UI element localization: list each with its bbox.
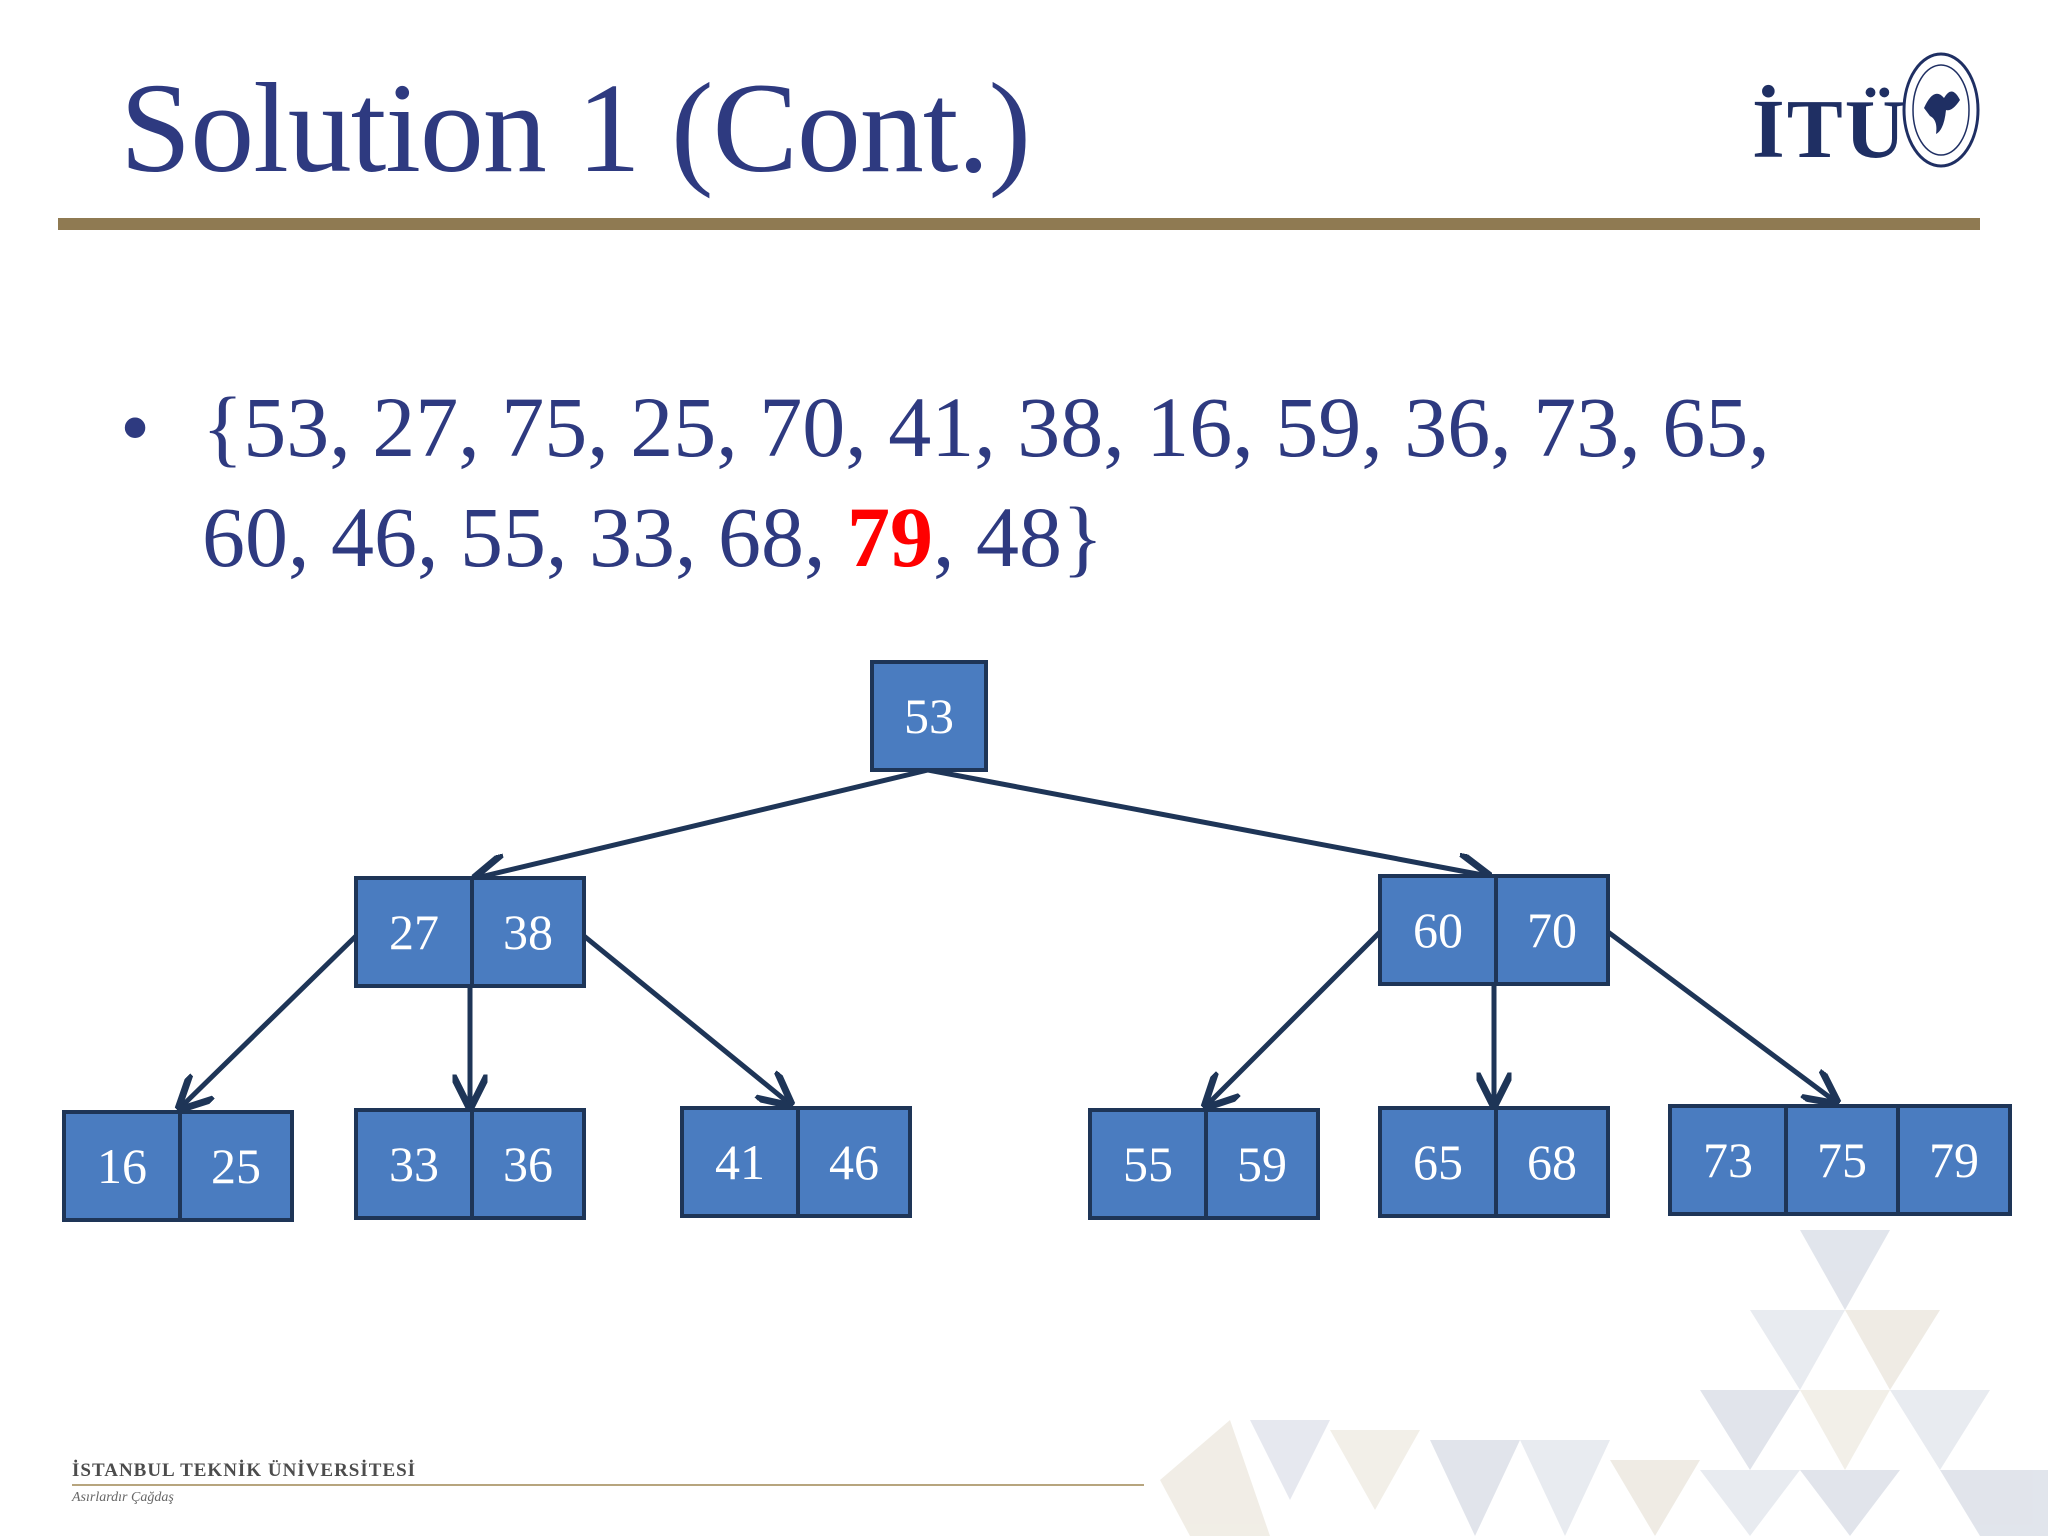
edge-27-16	[180, 934, 358, 1108]
node-key: 27	[389, 904, 439, 960]
node-key: 65	[1413, 1134, 1463, 1190]
footer-university-name: İSTANBUL TEKNİK ÜNİVERSİTESİ	[72, 1460, 417, 1481]
key-sequence-line-1: {53, 27, 75, 25, 70, 41, 38, 16, 59, 36,…	[202, 379, 1770, 475]
tree-leaf: 65 68	[1378, 1106, 1610, 1218]
node-key: 53	[904, 688, 954, 744]
node-key: 75	[1784, 1108, 1896, 1212]
node-key: 60	[1413, 902, 1463, 958]
node-key: 59	[1204, 1112, 1316, 1216]
edge-70-73	[1606, 929, 1836, 1102]
node-key: 55	[1123, 1136, 1173, 1192]
edge-root-right	[927, 767, 1488, 876]
footer-tagline: Asırlardır Çağdaş	[72, 1490, 174, 1505]
tree-leaf: 55 59	[1088, 1108, 1320, 1220]
tree-leaf: 41 46	[680, 1106, 912, 1218]
edge-38-41	[582, 934, 790, 1104]
university-seal-icon	[1902, 52, 1980, 168]
tree-node-internal-right: 60 70	[1378, 874, 1610, 986]
key-sequence-line-2-start: 60, 46, 55, 33, 68,	[202, 489, 847, 585]
node-key: 36	[470, 1112, 582, 1216]
itu-logo: İTÜ	[1752, 48, 1982, 188]
footer-divider	[72, 1484, 1144, 1486]
key-sequence: {53, 27, 75, 25, 70, 41, 38, 16, 59, 36,…	[202, 372, 1962, 592]
tree-leaf: 16 25	[62, 1110, 294, 1222]
bullet-marker: •	[120, 379, 151, 475]
edge-root-left	[476, 767, 929, 878]
inserted-key-highlight: 79	[847, 489, 933, 585]
node-key: 79	[1896, 1108, 2008, 1212]
node-key: 25	[178, 1114, 290, 1218]
page-title: Solution 1 (Cont.)	[120, 57, 1031, 199]
logo-wordmark: İTÜ	[1752, 83, 1908, 176]
title-divider	[58, 218, 1980, 230]
tree-node-internal-left: 27 38	[354, 876, 586, 988]
node-key: 41	[715, 1134, 765, 1190]
key-sequence-line-2-end: , 48}	[933, 489, 1104, 585]
node-key: 70	[1494, 878, 1606, 982]
node-key: 73	[1703, 1132, 1753, 1188]
node-key: 38	[470, 880, 582, 984]
node-key: 46	[796, 1110, 908, 1214]
node-key: 68	[1494, 1110, 1606, 1214]
node-key: 33	[389, 1136, 439, 1192]
edge-60-55	[1206, 930, 1382, 1106]
node-key: 16	[97, 1138, 147, 1194]
tree-node-root: 53	[870, 660, 988, 772]
key-sequence-line-2: 60, 46, 55, 33, 68, 79, 48}	[202, 482, 1962, 592]
tree-leaf: 33 36	[354, 1108, 586, 1220]
tree-leaf: 73 75 79	[1668, 1104, 2012, 1216]
